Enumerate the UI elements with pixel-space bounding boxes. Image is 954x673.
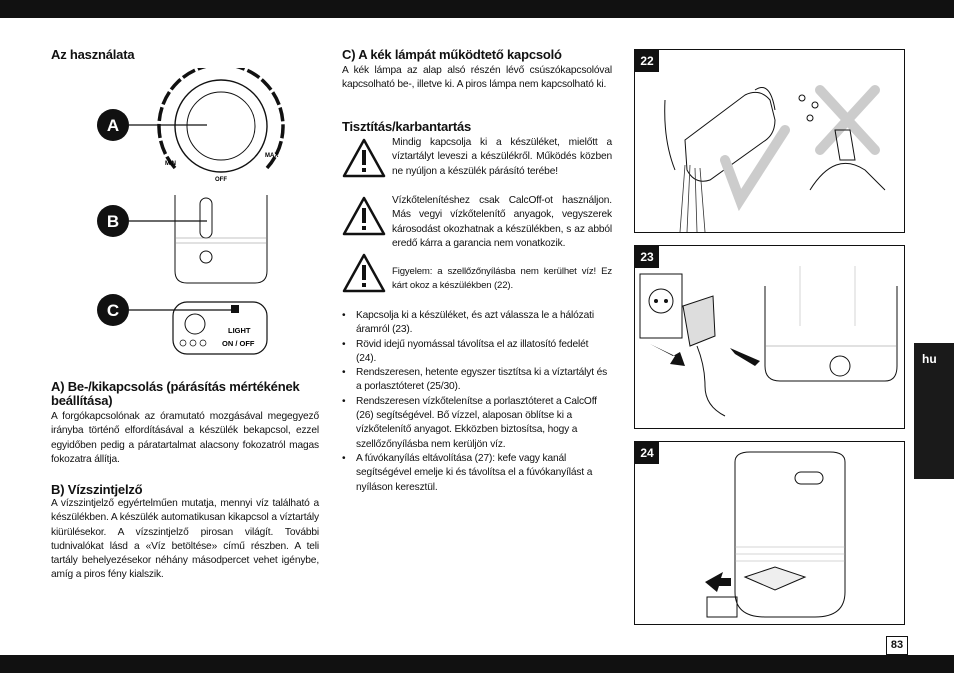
figure-23: 23 bbox=[634, 245, 905, 429]
figure-24: 24 bbox=[634, 441, 905, 625]
top-bar bbox=[0, 0, 954, 18]
warning-text-3: Figyelem: a szellőzőnyílásba nem kerülhe… bbox=[392, 266, 612, 292]
language-label: hu bbox=[922, 352, 937, 366]
figure-23-drawing bbox=[639, 266, 898, 417]
light-switch-illustration: C LIGHT ON / OFF bbox=[97, 294, 268, 355]
badge-a-letter: A bbox=[107, 116, 119, 135]
figure-22-drawing bbox=[664, 85, 886, 232]
heading-cleaning: Tisztítás/karbantartás bbox=[342, 119, 472, 134]
bottom-bar bbox=[0, 655, 954, 673]
heading-c: C) A kék lámpát működtető kapcsoló bbox=[342, 47, 562, 62]
text-b: A vízszintjelző egyértelműen mutatja, me… bbox=[51, 498, 319, 581]
light-label: LIGHT bbox=[228, 326, 251, 335]
heading-b: B) Vízszintjelző bbox=[51, 482, 143, 497]
heading-a: A) Be-/kikapcsolás (párásítás mértékének… bbox=[51, 379, 300, 408]
list-item: Rendszeresen vízkőtelenítse a porlasztót… bbox=[342, 395, 608, 452]
page-number: 83 bbox=[886, 636, 908, 655]
badge-b-letter: B bbox=[107, 212, 119, 231]
water-level-illustration: B bbox=[97, 195, 268, 284]
text-c: A kék lámpa az alap alsó részén lévő csú… bbox=[342, 65, 612, 91]
figure-22: 22 bbox=[634, 49, 905, 233]
figure-number: 22 bbox=[635, 50, 659, 72]
knob-max-label: MAX bbox=[265, 153, 278, 159]
list-item: A fúvókanyílás eltávolítása (27): kefe v… bbox=[342, 452, 608, 495]
warning-icon bbox=[342, 138, 386, 178]
warning-icon bbox=[342, 196, 386, 236]
knob-off-label: OFF bbox=[215, 177, 227, 183]
list-item: Rendszeresen, hetente egyszer tisztítsa … bbox=[342, 366, 608, 395]
language-tab: hu bbox=[914, 343, 954, 479]
badge-a bbox=[97, 109, 129, 141]
text-a: A forgókapcsolónak az óramutató mozgásáv… bbox=[51, 411, 319, 465]
knob-min-label: MIN bbox=[165, 161, 176, 167]
figure-number: 23 bbox=[635, 246, 659, 268]
warning-text-1: Mindig kapcsolja ki a készüléket, mielőt… bbox=[392, 137, 612, 177]
list-item: Kapcsolja ki a készüléket, és azt válass… bbox=[342, 309, 608, 338]
cleaning-steps-list: Kapcsolja ki a készüléket, és azt válass… bbox=[342, 309, 608, 495]
badge-c-letter: C bbox=[107, 301, 119, 320]
list-item: Rövid idejű nyomással távolítsa el az il… bbox=[342, 338, 608, 367]
heading-usage: Az használata bbox=[51, 47, 135, 62]
warning-icon bbox=[342, 253, 386, 293]
figure-number: 24 bbox=[635, 442, 659, 464]
light-onoff-label: ON / OFF bbox=[222, 339, 255, 348]
knob-illustration: A MIN MAX OFF bbox=[97, 68, 285, 183]
warning-text-2: Vízkőtelenítéshez csak CalcOff-ot haszná… bbox=[392, 195, 612, 249]
figure-24-drawing bbox=[705, 451, 846, 618]
